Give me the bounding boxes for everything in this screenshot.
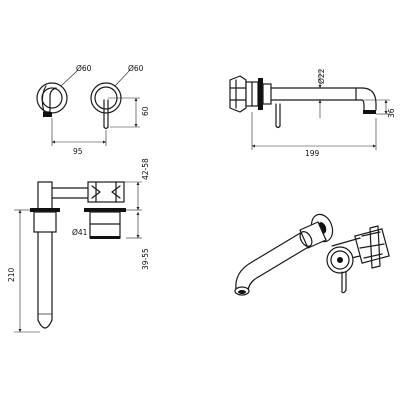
- side-body: [229, 75, 272, 113]
- side-length-label: 199: [305, 149, 320, 158]
- isometric-view: [234, 213, 390, 296]
- front-width-label: 95: [73, 147, 83, 156]
- spout-rosette: [36, 82, 68, 117]
- front-valve-diameter-label: Ø60: [128, 64, 144, 73]
- front-height-label: 60: [141, 106, 150, 116]
- section-adjust-top-label: 42-58: [141, 158, 150, 180]
- section-body-diameter-label: Ø41: [72, 228, 88, 237]
- section-adjust-bottom-label: 39-55: [141, 248, 150, 270]
- side-view: Ø22 199 36: [229, 68, 396, 158]
- iso-valve: [326, 225, 390, 294]
- side-pipe-diameter-label: Ø22: [317, 68, 326, 84]
- front-view: Ø60 Ø60 95 60: [36, 64, 150, 156]
- section-spout: [30, 181, 89, 329]
- section-view: Ø41 42-58 39-55 210: [7, 158, 150, 333]
- valve-rosette: [90, 82, 122, 130]
- front-spout-diameter-label: Ø60: [76, 64, 92, 73]
- side-drop-label: 36: [387, 108, 396, 118]
- section-spout-length-label: 210: [7, 267, 16, 282]
- iso-spout: [234, 213, 334, 296]
- side-spout: [270, 87, 377, 129]
- section-valve: [84, 181, 126, 239]
